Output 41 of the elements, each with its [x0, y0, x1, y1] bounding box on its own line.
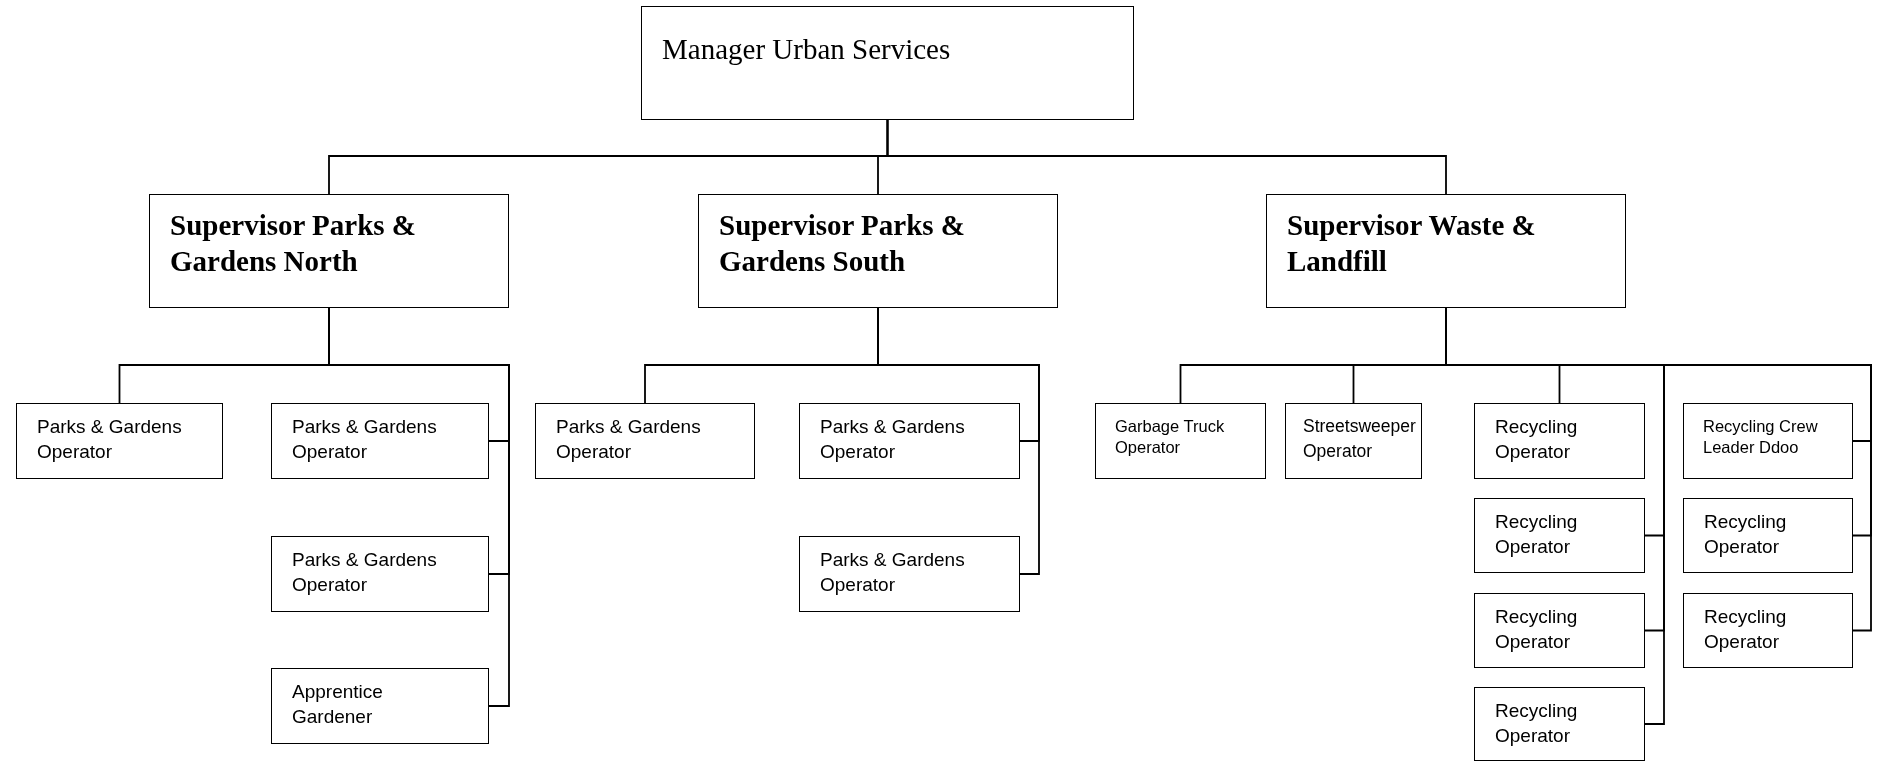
position-box [1095, 403, 1266, 479]
position-box [16, 403, 223, 479]
position-box [799, 403, 1020, 479]
role-label: Recycling Operator [1703, 510, 1788, 559]
position-box [1474, 687, 1645, 761]
role-label: Apprentice Gardener [291, 680, 384, 729]
role-label: Parks & Gardens Operator [819, 548, 966, 597]
position-box [271, 403, 489, 479]
role-label: Recycling Operator [1494, 415, 1579, 464]
role-label: Garbage Truck Operator [1114, 416, 1226, 458]
role-title: Supervisor Waste & Landfill [1286, 208, 1537, 279]
role-label: Parks & Gardens Operator [36, 415, 183, 464]
role-title: Manager Urban Services [661, 32, 952, 66]
position-box [1474, 498, 1645, 573]
position-box [1683, 593, 1853, 668]
role-label: Recycling Operator [1703, 605, 1788, 654]
position-box [271, 668, 489, 744]
position-box [799, 536, 1020, 612]
supervisor-box [698, 194, 1058, 308]
position-box [1474, 593, 1645, 668]
role-label: Parks & Gardens Operator [291, 415, 438, 464]
role-label: Recycling Operator [1494, 605, 1579, 654]
position-box [1474, 403, 1645, 479]
role-label: Parks & Gardens Operator [555, 415, 702, 464]
role-label: Recycling Crew Leader Ddoo [1702, 416, 1819, 458]
role-label: Recycling Operator [1494, 510, 1579, 559]
supervisor-box [149, 194, 509, 308]
position-box [1285, 403, 1422, 479]
role-title: Supervisor Parks & Gardens North [169, 208, 417, 279]
manager-box [641, 6, 1134, 120]
position-box [271, 536, 489, 612]
role-label: Streetsweeper Operator [1302, 415, 1417, 463]
role-title: Supervisor Parks & Gardens South [718, 208, 966, 279]
position-box [535, 403, 755, 479]
role-label: Recycling Operator [1494, 699, 1579, 748]
supervisor-box [1266, 194, 1626, 308]
role-label: Parks & Gardens Operator [819, 415, 966, 464]
connector-line [886, 119, 1447, 195]
position-box [1683, 403, 1853, 479]
position-box [1683, 498, 1853, 573]
role-label: Parks & Gardens Operator [291, 548, 438, 597]
